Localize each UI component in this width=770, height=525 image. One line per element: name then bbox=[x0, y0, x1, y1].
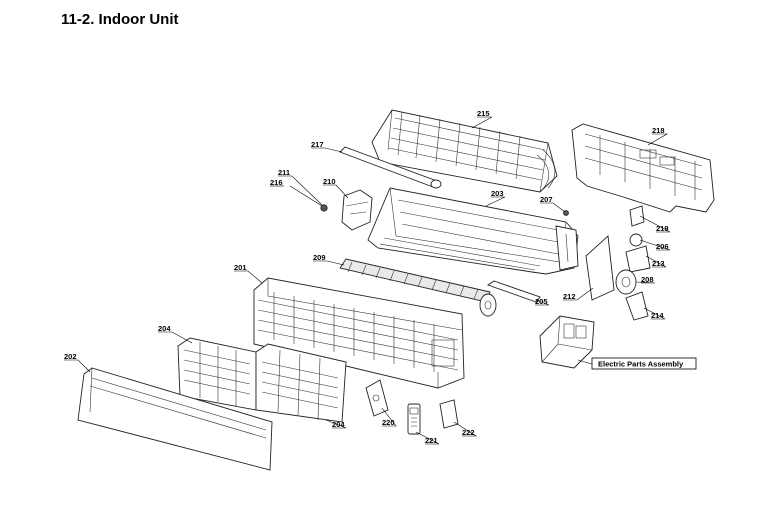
label-220: 220 bbox=[382, 418, 395, 427]
electric-parts-label: Electric Parts Assembly bbox=[598, 360, 684, 369]
label-211: 211 bbox=[278, 168, 290, 177]
label-222: 222 bbox=[462, 428, 475, 437]
label-215: 215 bbox=[477, 109, 490, 118]
label-216: 216 bbox=[270, 178, 283, 187]
cross-flow-fan-209 bbox=[339, 258, 497, 317]
label-207: 207 bbox=[540, 195, 553, 204]
label-204-bottom: 204 bbox=[332, 420, 345, 429]
pipe-217 bbox=[339, 146, 442, 189]
screw-211-216 bbox=[289, 185, 328, 212]
front-grille-201 bbox=[253, 277, 465, 389]
motor-cover-210 bbox=[341, 189, 373, 231]
chassis-203 bbox=[367, 187, 579, 275]
label-204-top: 204 bbox=[158, 324, 171, 333]
remote-controller-221 bbox=[407, 403, 421, 435]
label-212: 212 bbox=[563, 292, 576, 301]
label-217: 217 bbox=[311, 140, 324, 149]
label-203: 203 bbox=[491, 189, 504, 198]
page-title: 11-2. Indoor Unit bbox=[61, 11, 179, 28]
remote-holder-222 bbox=[439, 399, 459, 429]
label-201: 201 bbox=[234, 263, 247, 272]
bearing-shaft-205 bbox=[487, 280, 541, 303]
evaporator-215 bbox=[371, 109, 558, 193]
label-214: 214 bbox=[651, 311, 664, 320]
display-220 bbox=[365, 379, 389, 417]
label-218: 218 bbox=[652, 126, 665, 135]
label-213: 213 bbox=[652, 259, 665, 268]
fan-motor-208 bbox=[615, 269, 637, 295]
label-202: 202 bbox=[64, 352, 77, 361]
label-210: 210 bbox=[323, 177, 336, 186]
stepping-motor-206 bbox=[629, 233, 643, 247]
electric-parts-assembly bbox=[539, 315, 595, 369]
bracket-213 bbox=[625, 245, 651, 273]
label-219: 219 bbox=[656, 224, 669, 233]
label-205: 205 bbox=[535, 297, 548, 306]
label-221: 221 bbox=[425, 436, 438, 445]
installation-plate-218 bbox=[571, 123, 715, 213]
front-panel-202 bbox=[77, 367, 273, 471]
electric-parts-label-box bbox=[591, 357, 697, 370]
motor-holder-214 bbox=[625, 291, 649, 321]
duct-212 bbox=[585, 235, 615, 301]
bracket-219 bbox=[629, 205, 645, 227]
label-206: 206 bbox=[656, 242, 669, 251]
air-filter-204 bbox=[177, 337, 347, 423]
label-208: 208 bbox=[641, 275, 654, 284]
label-209: 209 bbox=[313, 253, 326, 262]
leader-lines bbox=[64, 116, 671, 445]
